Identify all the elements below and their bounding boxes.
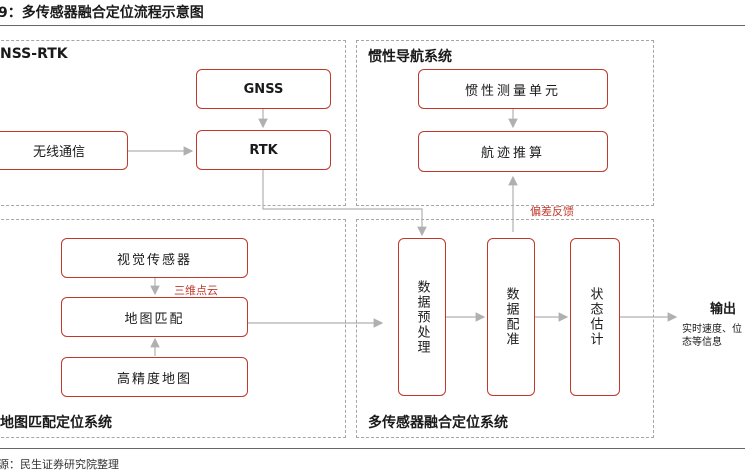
node-preprocess: 数据预处理 xyxy=(398,238,446,396)
panel-ins-label: 惯性导航系统 xyxy=(368,49,452,65)
panel-fusion-label: 多传感器融合定位系统 xyxy=(368,415,508,431)
panel-gnss-rtk xyxy=(0,40,346,206)
panel-map-match xyxy=(0,219,346,438)
source-note: 源：民生证券研究院整理 xyxy=(0,458,119,471)
label-point-cloud: 三维点云 xyxy=(174,284,218,297)
panel-ins xyxy=(356,40,654,206)
node-imu: 惯性测量单元 xyxy=(418,69,608,109)
node-hd-map: 高精度地图 xyxy=(61,357,248,397)
figure-title: 9：多传感器融合定位流程示意图 xyxy=(0,5,204,21)
node-wireless: 无线通信 xyxy=(0,131,128,170)
output-desc-line2: 态等信息 xyxy=(682,337,722,348)
node-dead-reckoning: 航迹推算 xyxy=(418,131,608,172)
arrow-rtk-preprocess xyxy=(262,170,427,237)
label-bias-feedback: 偏差反馈 xyxy=(530,205,574,218)
title-divider xyxy=(0,25,745,26)
node-rtk: RTK xyxy=(196,130,331,170)
node-visual-sensor: 视觉传感器 xyxy=(61,238,248,278)
footer-divider xyxy=(0,448,745,449)
node-map-match: 地图匹配 xyxy=(61,297,248,337)
node-gnss: GNSS xyxy=(196,69,331,109)
output-desc-line1: 实时速度、位 xyxy=(682,324,742,335)
panel-gnss-rtk-label: NSS-RTK xyxy=(0,46,68,62)
panel-fusion xyxy=(356,219,654,438)
node-registration: 数据配准 xyxy=(487,238,535,396)
node-state-estimation: 状态估计 xyxy=(570,238,620,396)
panel-map-match-label: 地图匹配定位系统 xyxy=(0,415,112,431)
output-label: 输出 xyxy=(710,302,737,317)
